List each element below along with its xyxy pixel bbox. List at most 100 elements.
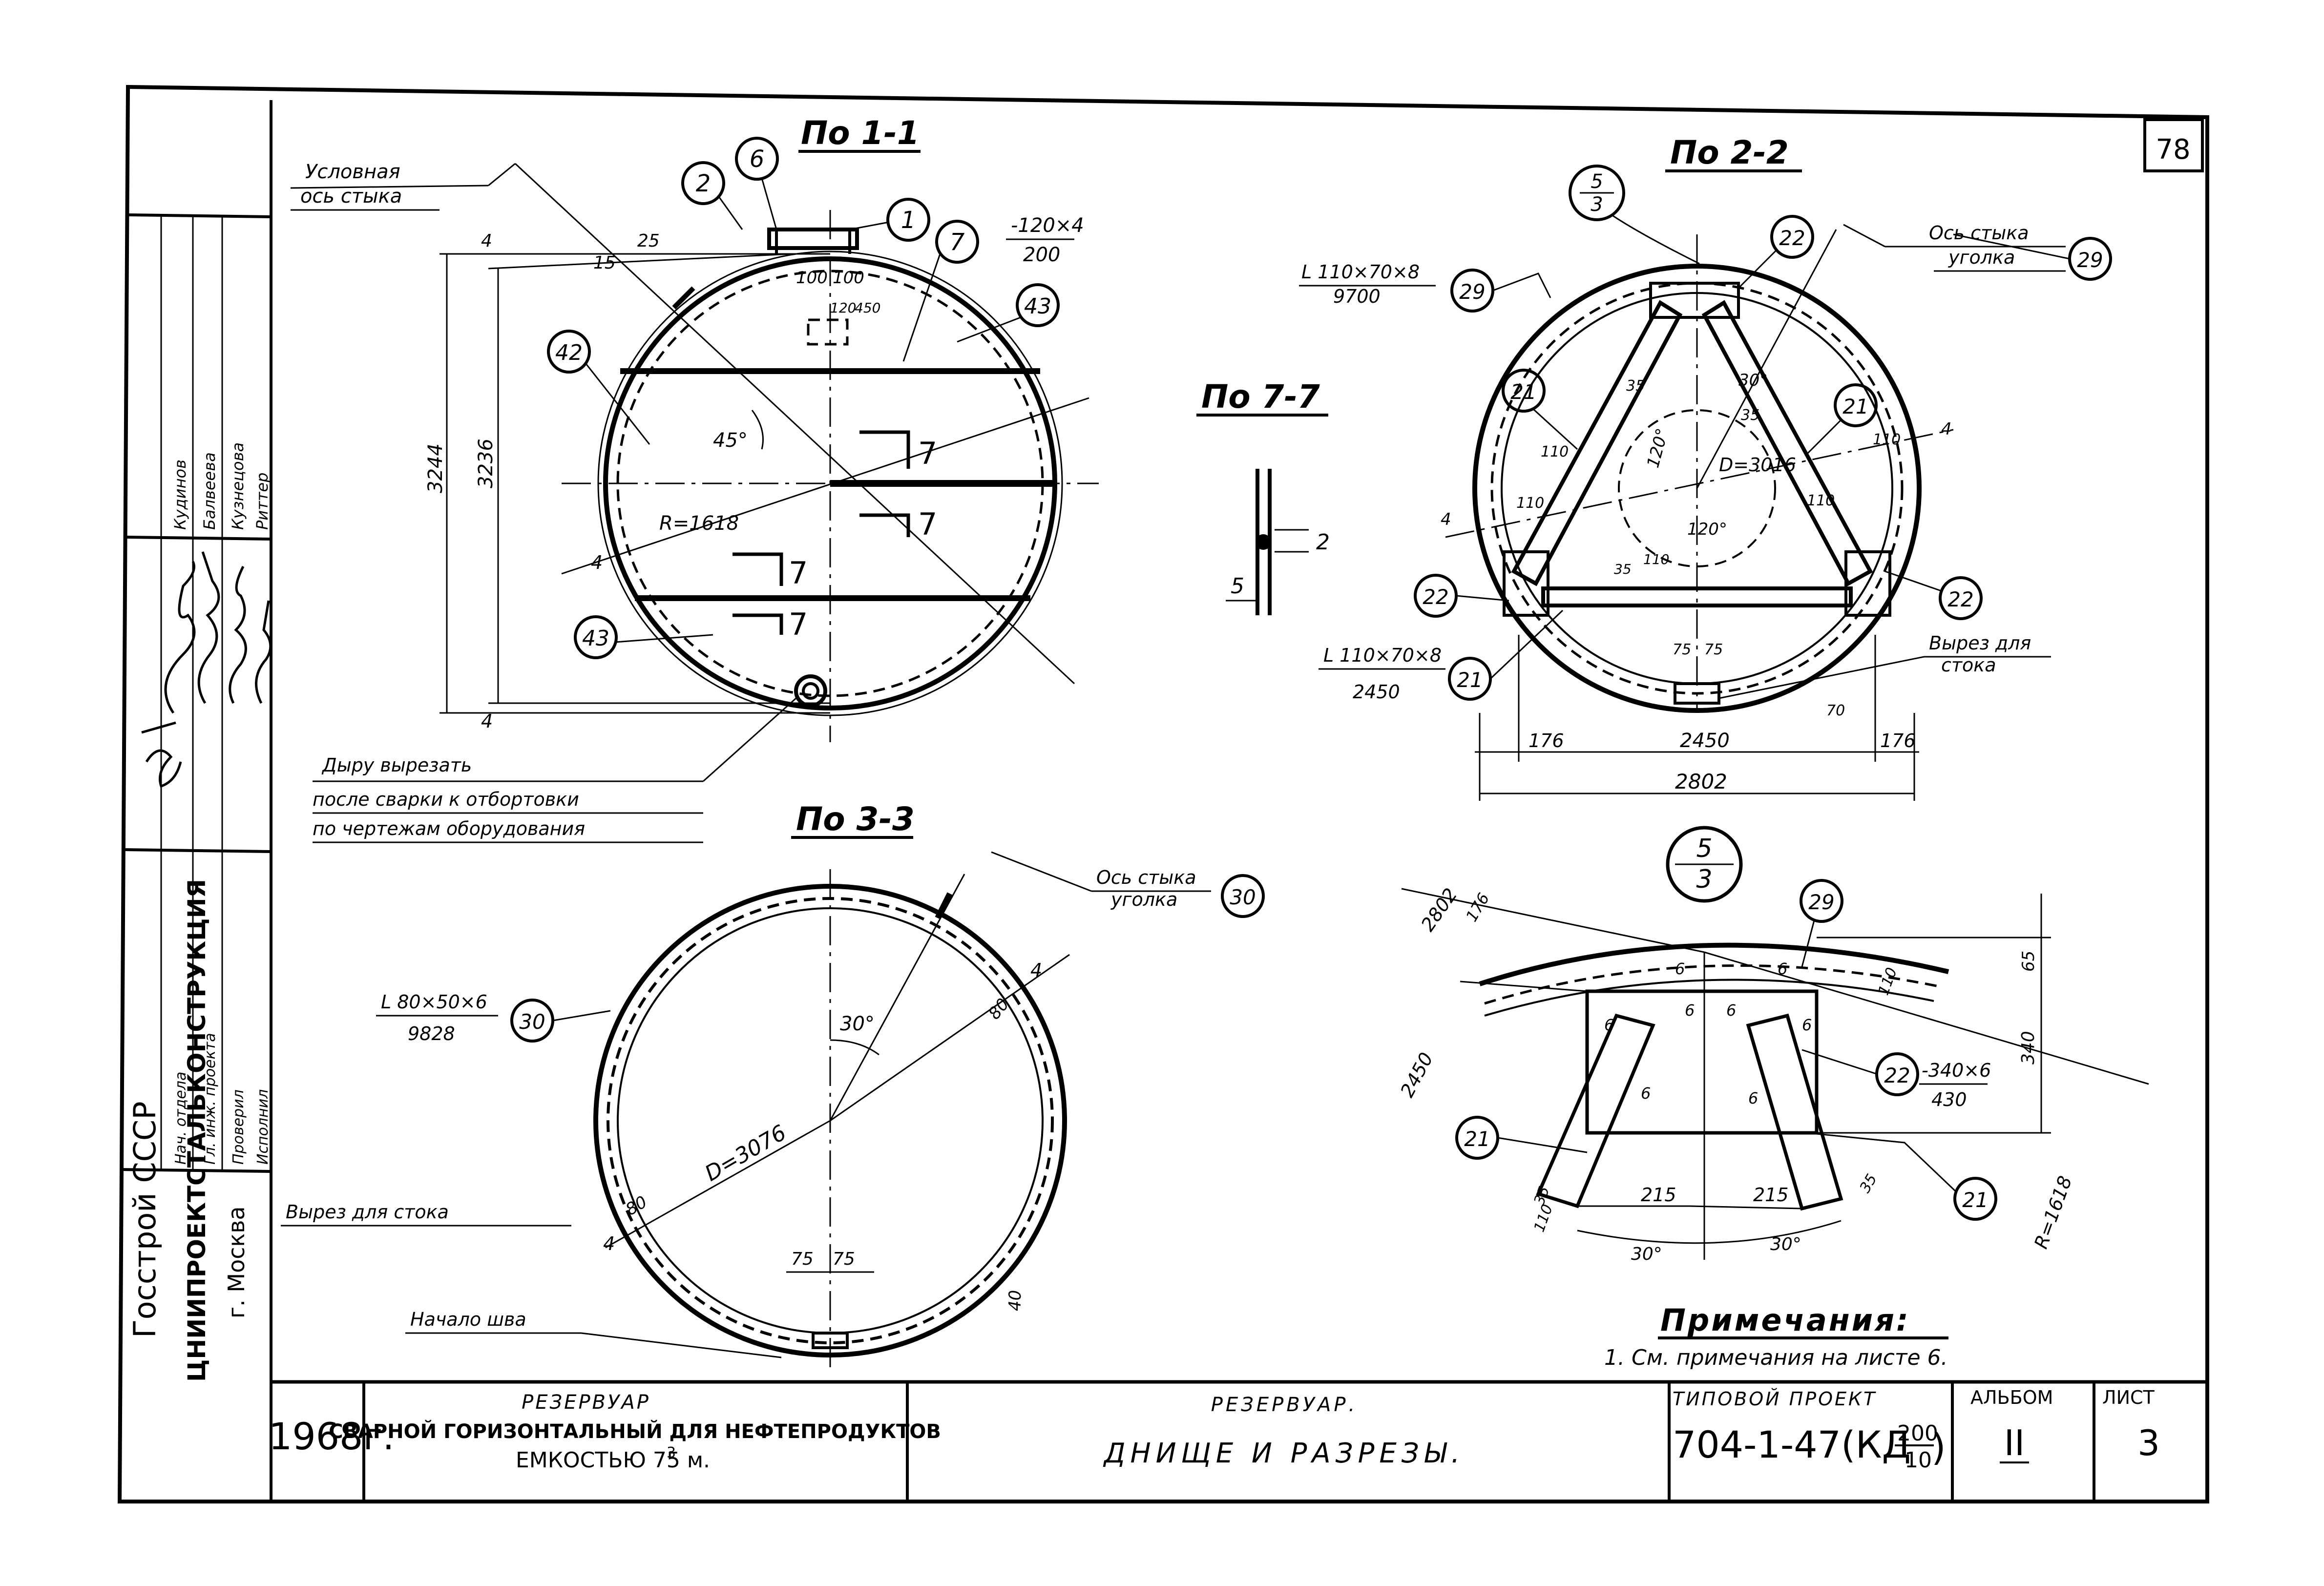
v22-dim-176b: 176 — [1880, 730, 1916, 751]
v33-dim-80b: 80 — [623, 1192, 650, 1220]
view-1-1-title: По 1-1 — [801, 114, 920, 152]
note-cut-1: Дыру вырезать — [321, 754, 472, 776]
detail-dim-35b: 35 — [1857, 1171, 1881, 1196]
signature-1 — [141, 721, 182, 788]
v33-weld: Начало шва — [410, 1309, 526, 1330]
weld-4: 6 — [1641, 1084, 1651, 1103]
v22-callout-22a: 22 — [1779, 226, 1805, 250]
notes-item-1: 1. См. примечания на листе 6. — [1604, 1345, 1947, 1370]
dim-4-mid: 4 — [591, 552, 603, 573]
v33-axis-2: уголка — [1110, 889, 1177, 910]
v33-cut: Вырез для стока — [286, 1201, 449, 1223]
note-cut-3: по чертежам оборудования — [313, 818, 585, 839]
v33-diameter: D=3076 — [701, 1120, 791, 1187]
view-2-2-title: По 2-2 — [1670, 134, 1789, 171]
v22-axis-2: уголка — [1948, 247, 2015, 268]
v22-dim-110d: 110 — [1807, 492, 1835, 509]
v22-angle-120b: 120° — [1687, 520, 1727, 539]
v22-dim-110a: 110 — [1541, 443, 1569, 460]
signature-2 — [164, 561, 196, 714]
v33-dim-75a: 75 — [791, 1249, 814, 1269]
sheet-corner-number: 78 — [2156, 134, 2190, 166]
title-block: 1968г. РЕЗЕРВУАР СВАРНОЙ ГОРИЗОНТАЛЬНЫЙ … — [269, 134, 2191, 1473]
detail-angle-30a: 30° — [1631, 1244, 1662, 1264]
view-1-1: По 1-1 Условная ось стыка — [290, 114, 1099, 843]
role-1: Нач. отдела — [172, 1072, 189, 1165]
plate-2: 200 — [1023, 244, 1060, 266]
list-value: 3 — [2137, 1422, 2160, 1463]
v33-angle-len: 9828 — [408, 1023, 455, 1044]
callout-1: 1 — [901, 207, 916, 234]
detail-callout-29: 29 — [1808, 890, 1834, 914]
view-3-3-title: По 3-3 — [796, 800, 915, 838]
v22-dim-75a: 75 — [1673, 641, 1691, 658]
view-7-7: По 7-7 2 5 — [1196, 378, 1330, 615]
v22-callout-21b: 21 — [1842, 395, 1868, 418]
name-1: Кудинов — [171, 459, 189, 530]
v22-dim-110b: 110 — [1873, 431, 1901, 448]
dim-450: 450 — [855, 300, 880, 316]
v33-callout-30a: 30 — [519, 1010, 545, 1034]
weld-2: 6 — [1778, 960, 1787, 978]
angle-45: 45° — [713, 429, 748, 452]
v33-dim-80a: 80 — [984, 995, 1013, 1023]
v22-dim-110e: 110 — [1643, 551, 1669, 567]
v22-cut-1: Вырез для — [1929, 632, 2031, 654]
v22-dim-110c: 110 — [1516, 495, 1544, 512]
v22-angle-bot-len: 2450 — [1353, 681, 1400, 703]
detail-dim-215b: 215 — [1753, 1184, 1789, 1206]
detail-frac-bottom: 3 — [1696, 865, 1712, 894]
v22-callout-29a: 29 — [1459, 280, 1485, 304]
signature-3 — [197, 551, 220, 704]
project-frac-top: 200 — [1897, 1421, 1938, 1446]
project-frac-bottom: 10 — [1905, 1448, 1932, 1473]
notes-title: Примечания: — [1660, 1302, 1910, 1338]
name-2: Балвеева — [200, 452, 219, 530]
callout-7: 7 — [950, 229, 965, 256]
callout-43-bot: 43 — [582, 626, 609, 651]
v22-callout-21c: 21 — [1457, 668, 1483, 692]
v22-dim-4a: 4 — [1441, 510, 1451, 529]
v22-angle-30: 30° — [1738, 371, 1768, 390]
v22-dim-70: 70 — [1826, 702, 1845, 719]
nozzle-1 — [767, 228, 859, 250]
axis-label-1: Условная — [305, 161, 400, 183]
axis-label-2: ось стыка — [300, 185, 402, 208]
weld-1: 6 — [1675, 960, 1685, 978]
dim-4-bot: 4 — [481, 710, 493, 732]
v22-dim-75b: 75 — [1704, 641, 1723, 658]
org-name: Госстрой СССР — [127, 1101, 163, 1338]
section-7-b: 7 — [918, 506, 937, 542]
project-frac-suffix: ) — [1931, 1425, 1946, 1469]
name-4: Риттер — [253, 473, 272, 530]
callout-43-top: 43 — [1024, 294, 1051, 319]
role-2: Гл. инж. проекта — [202, 1033, 219, 1165]
detail-5-3: 5 3 2802 176 2450 65 340 110 215 215 35 … — [1396, 826, 2149, 1264]
section-7-d: 7 — [789, 606, 808, 642]
v33-axis-1: Ось стыка — [1096, 867, 1196, 888]
role-3: Проверил — [230, 1089, 247, 1165]
v33-angle-lbl: L 80×50×6 — [381, 991, 487, 1013]
v33-dim-40: 40 — [1005, 1290, 1025, 1311]
notes: Примечания: 1. См. примечания на листе 6… — [1604, 1302, 1948, 1370]
detail-frac-top: 5 — [1696, 834, 1712, 863]
callout-6: 6 — [750, 146, 765, 173]
v22-diameter: D=3016 — [1719, 454, 1796, 476]
v22-angle-bot: L 110×70×8 — [1323, 645, 1442, 666]
detail-dim-215a: 215 — [1641, 1184, 1676, 1206]
dim-100b: 100 — [833, 268, 864, 288]
radius-1618: R=1618 — [659, 512, 739, 535]
v22-callout-22b: 22 — [1423, 585, 1448, 609]
project-label: ТИПОВОЙ ПРОЕКТ — [1673, 1388, 1877, 1410]
dim-7-5: 5 — [1231, 574, 1244, 599]
v22-angle-top: L 110×70×8 — [1301, 261, 1420, 283]
year: 1968г. — [269, 1415, 395, 1458]
album-label: АЛЬБОМ — [1970, 1387, 2053, 1408]
weld-7: 6 — [1748, 1089, 1758, 1107]
sheet-frame — [117, 84, 2209, 1503]
detail-radius: R=1618 — [2030, 1173, 2076, 1252]
dim-4-top: 4 — [481, 231, 492, 251]
weld-6: 6 — [1726, 1001, 1736, 1020]
v22-dim-2450: 2450 — [1680, 730, 1730, 752]
